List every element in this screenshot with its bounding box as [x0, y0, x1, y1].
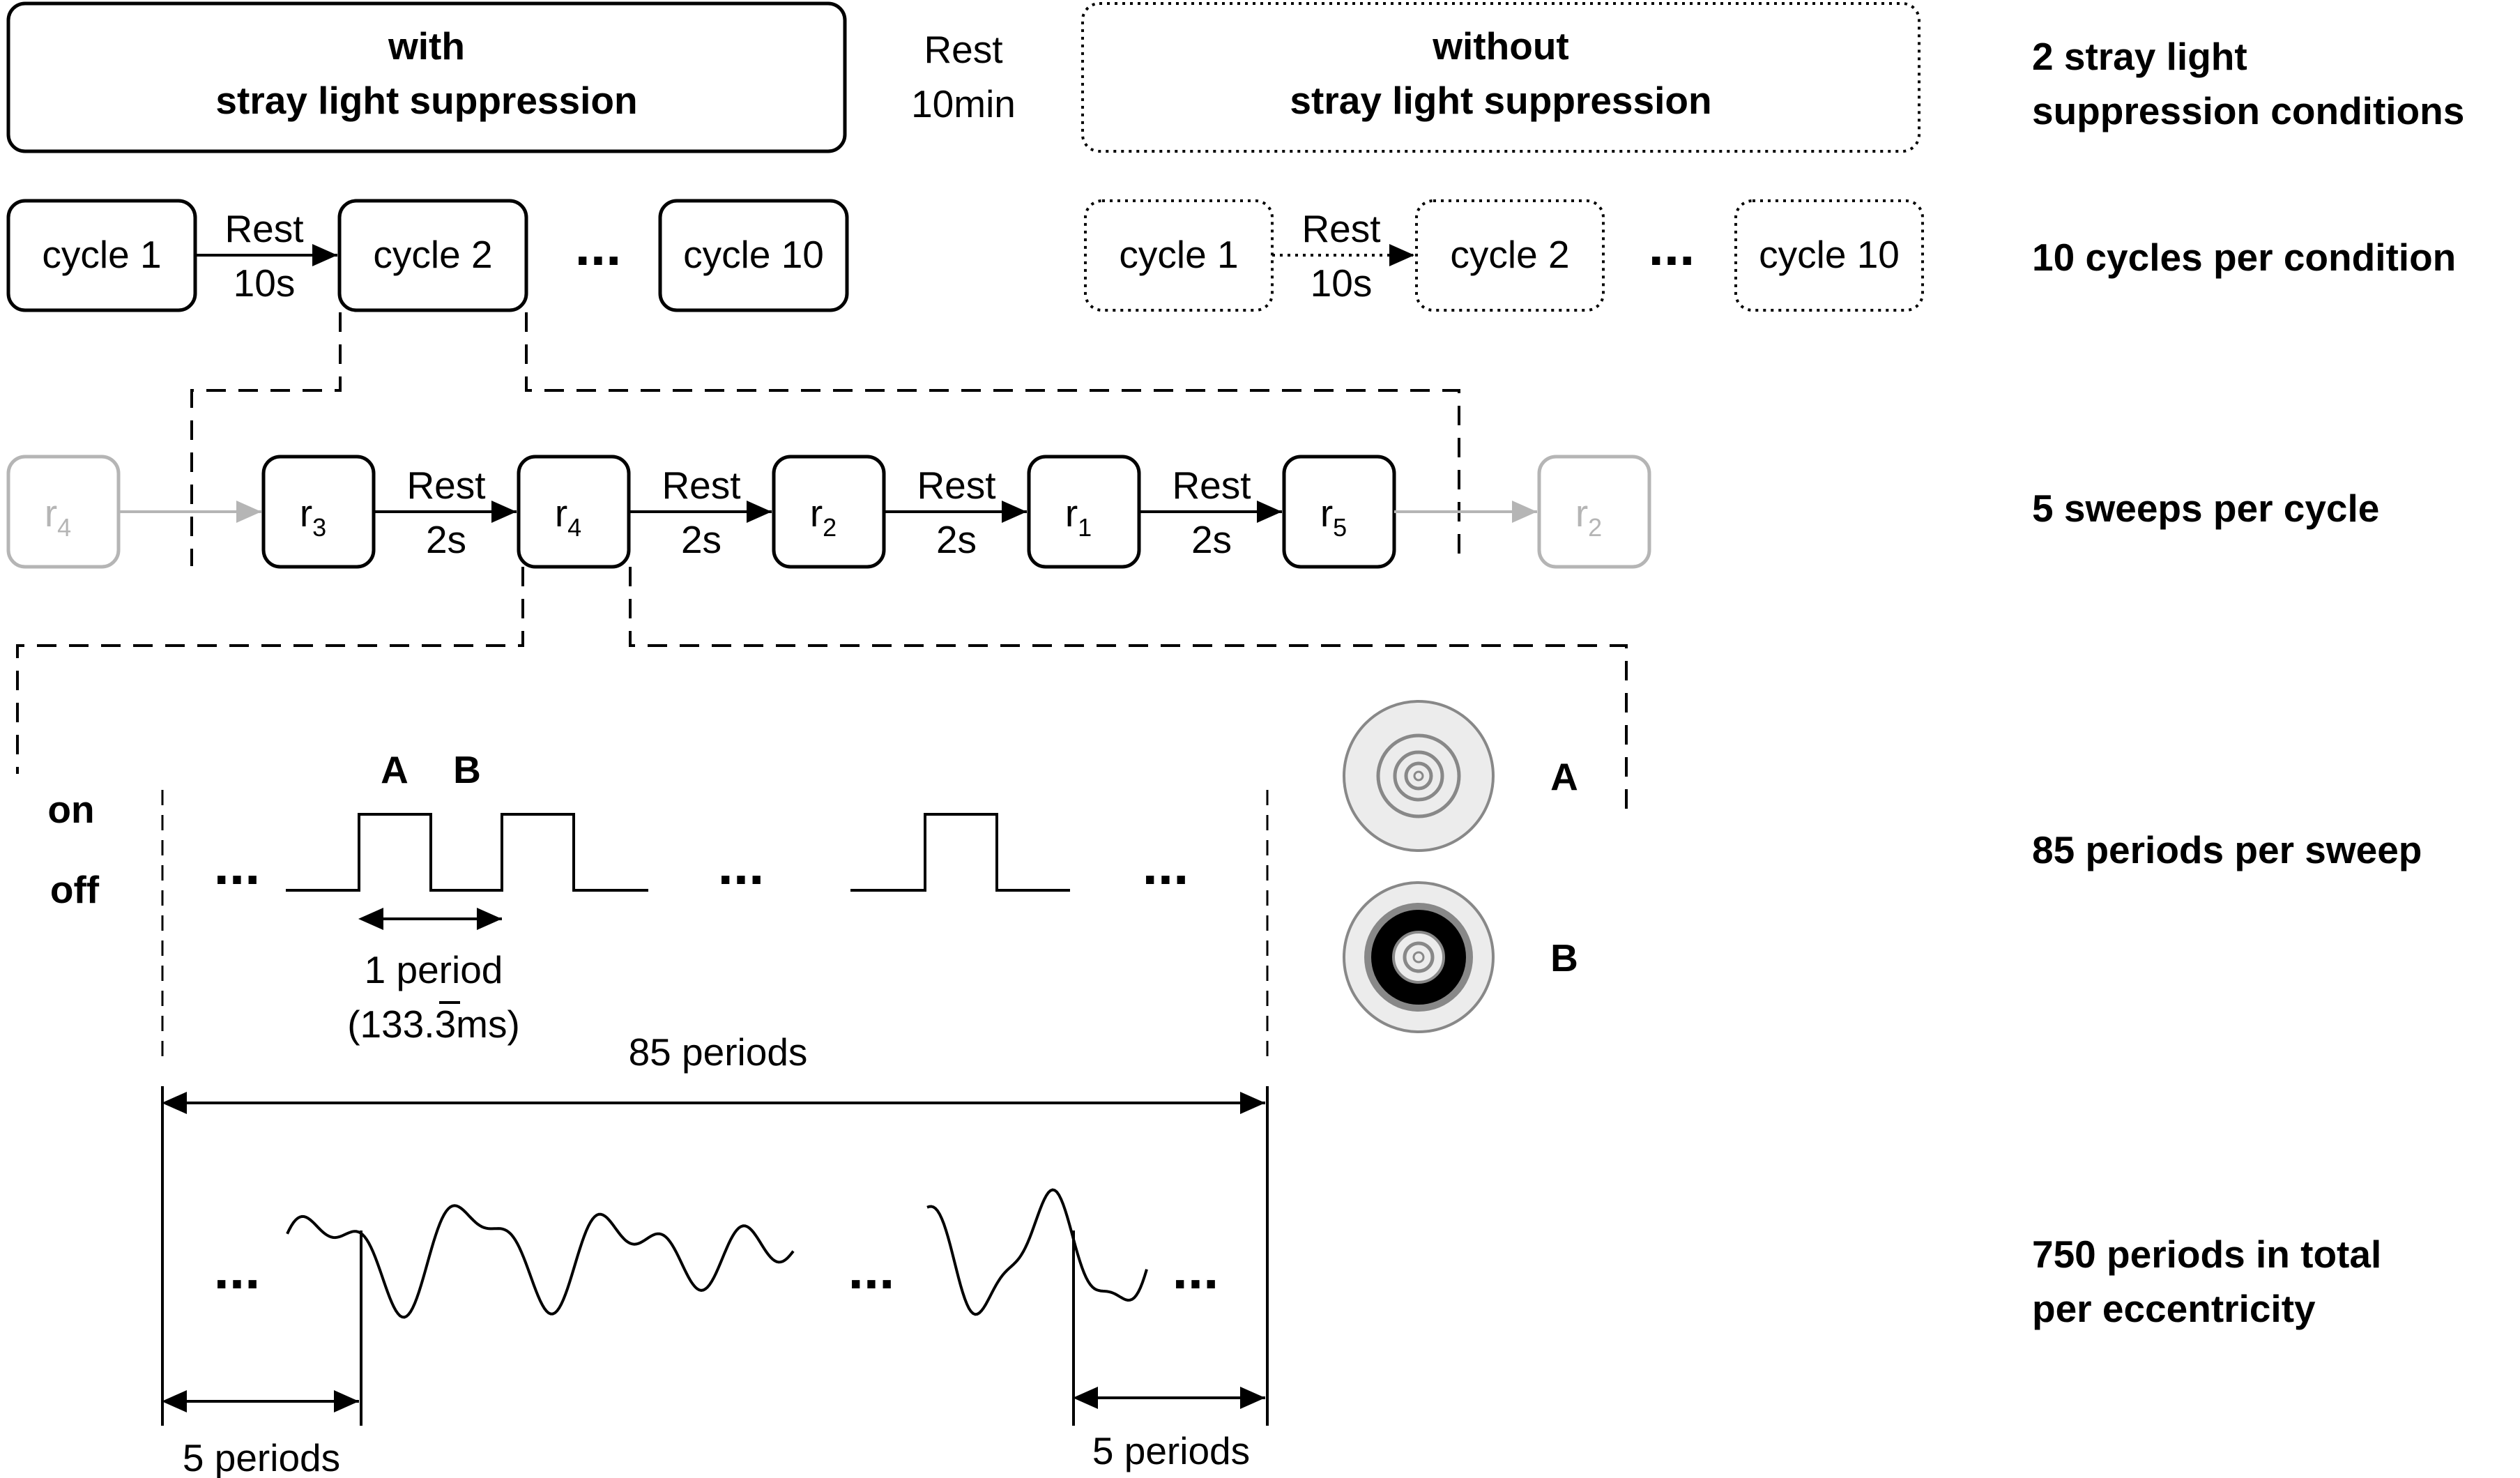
cycle-rest-bottom: 10s: [234, 261, 296, 305]
label-conditions-line2: suppression conditions: [2032, 89, 2464, 132]
zoom-frame-right: [525, 312, 1460, 566]
cycle-label: cycle 1: [1119, 233, 1238, 276]
sweep-rest-top: Rest: [406, 464, 485, 507]
sweep-box: [1282, 455, 1396, 569]
zoom-frame-right-2: [629, 567, 1628, 816]
square-wave-ab: [286, 813, 648, 892]
cycle-ellipsis: ...: [575, 215, 622, 277]
label-periods: 85 periods per sweep: [2032, 828, 2422, 871]
sweep-rest-bottom: 2s: [1191, 518, 1232, 561]
condition-without-line1: without: [1432, 24, 1568, 68]
cycle-label: cycle 2: [373, 233, 492, 276]
zoom-frame-left: [190, 312, 342, 566]
cycle-box-dotted: [1734, 199, 1924, 312]
cycle-rest-top: Rest: [1301, 207, 1380, 250]
cycle-label: cycle 2: [1450, 233, 1569, 276]
cycle-label: cycle 1: [42, 233, 161, 276]
cycle-box: [337, 199, 528, 312]
right-labels: 2 stray light suppression conditions 10 …: [2032, 35, 2464, 1330]
zoom-frame-left-2: [16, 567, 524, 774]
cycle-rest-top: Rest: [224, 207, 303, 250]
period-ellipsis: ...: [214, 834, 261, 896]
period-duration: (133.3ms): [347, 1003, 520, 1046]
sweep-box: [1537, 455, 1651, 569]
wave-ellipsis: ...: [214, 1238, 261, 1300]
rest-10min-top: Rest: [924, 28, 1002, 71]
sweep-rest-top: Rest: [662, 464, 740, 507]
condition-without: without stray light suppression: [1081, 2, 1920, 153]
condition-without-line2: stray light suppression: [1290, 79, 1711, 122]
sweep-label: r2: [1575, 492, 1602, 542]
sweep-box: [261, 455, 376, 569]
cycles-without: cycle 1 Rest 10s cycle 2 ... cycle 10: [1084, 199, 1924, 312]
sweep-box: [1027, 455, 1141, 569]
sweep-rest-top: Rest: [1172, 464, 1251, 507]
off-label: off: [50, 868, 100, 911]
condition-with-box: [6, 1, 847, 153]
cycles-with: cycle 1 Rest 10s cycle 2 ... cycle 10: [6, 199, 849, 312]
sweep-label: r5: [1320, 492, 1347, 542]
five-periods-label-left: 5 periods: [183, 1436, 340, 1478]
sweep-label: r1: [1065, 492, 1092, 542]
stimulus-b-icon: [1343, 881, 1495, 1033]
condition-with-line1: with: [388, 24, 465, 68]
sweep-label: r2: [810, 492, 837, 542]
response-waves: ... ... ... 5 periods 5 periods: [162, 1188, 1265, 1478]
sweep-rest-bottom: 2s: [936, 518, 977, 561]
sweep-label: r4: [45, 492, 71, 542]
label-a: A: [381, 748, 408, 791]
wave-ellipsis: ...: [848, 1238, 895, 1300]
sweep-rest-bottom: 2s: [426, 518, 466, 561]
label-b: B: [453, 748, 481, 791]
condition-without-box: [1081, 2, 1920, 153]
rest-10min-bottom: 10min: [911, 82, 1016, 125]
square-wave-late: [850, 813, 1070, 892]
response-wave: [926, 1188, 1148, 1316]
label-cycles: 10 cycles per condition: [2032, 236, 2456, 279]
on-label: on: [47, 788, 94, 831]
period-section: on off ... A B ... ... 1 period (133.3ms…: [47, 748, 1269, 1426]
stimulus-a-icon: [1343, 700, 1495, 852]
response-wave: [286, 1204, 795, 1319]
sweep-label: r3: [300, 492, 326, 542]
cycle-rest-bottom: 10s: [1311, 261, 1373, 305]
wave-ellipsis: ...: [1173, 1238, 1219, 1300]
condition-with: with stray light suppression: [6, 1, 847, 153]
sweeps-row: r4 r3 Rest 2s r4 Rest 2s r2 Rest 2s r1 Rest 2s r5 r2: [6, 455, 1651, 569]
label-sweeps: 5 sweeps per cycle: [2032, 487, 2379, 530]
sweep-rest-top: Rest: [917, 464, 995, 507]
five-periods-label-right: 5 periods: [1092, 1429, 1250, 1472]
sweep-box: [772, 455, 886, 569]
sweep-label: r4: [555, 492, 581, 542]
sweep-box: [6, 455, 121, 569]
cycle-label: cycle 10: [683, 233, 824, 276]
cycle-box: [658, 199, 849, 312]
total-periods-label: 85 periods: [629, 1030, 808, 1074]
label-total-line2: per eccentricity: [2032, 1287, 2316, 1330]
period-ellipsis: ...: [718, 834, 765, 896]
stimulus-a-label: A: [1550, 755, 1578, 798]
cycle-box-dotted: [1415, 199, 1605, 312]
period-ellipsis: ...: [1143, 834, 1189, 896]
sweep-rest-bottom: 2s: [681, 518, 721, 561]
label-total-line1: 750 periods in total: [2032, 1233, 2381, 1276]
label-conditions-line1: 2 stray light: [2032, 35, 2247, 78]
cycle-ellipsis: ...: [1649, 215, 1695, 277]
sweep-box: [517, 455, 631, 569]
period-label: 1 period: [365, 948, 503, 991]
condition-with-line2: stray light suppression: [215, 79, 637, 122]
cycle-label: cycle 10: [1759, 233, 1900, 276]
stimulus-b-label: B: [1550, 936, 1578, 980]
